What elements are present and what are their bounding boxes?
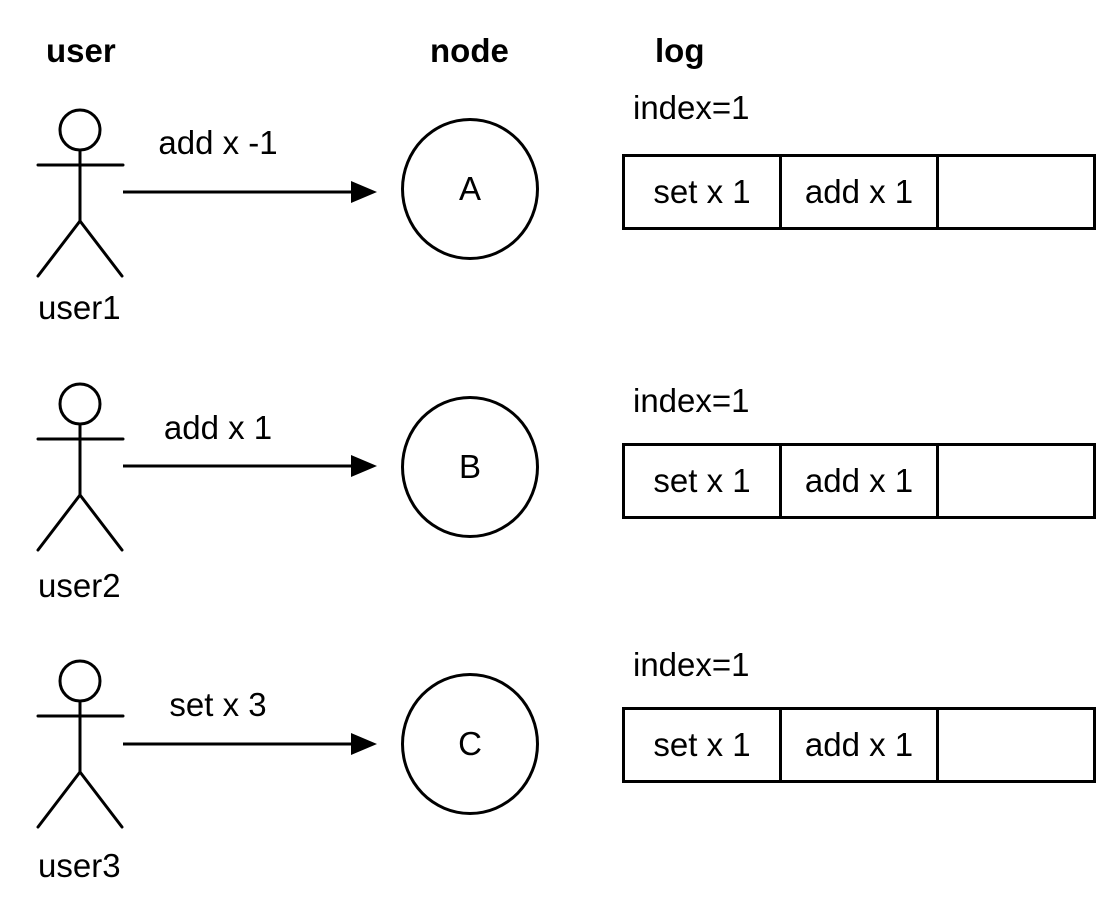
column-header-user: user [46, 32, 116, 69]
arrow-icon [123, 733, 377, 755]
user-name-label: user1 [38, 289, 121, 326]
log-index-label: index=1 [633, 382, 750, 419]
log-table: set x 1 add x 1 [622, 707, 1096, 783]
command-label: add x -1 [158, 124, 278, 161]
log-table: set x 1 add x 1 [622, 154, 1096, 230]
column-header-log: log [655, 32, 705, 69]
column-header-node: node [430, 32, 509, 69]
log-cell-empty [936, 446, 1093, 516]
node-label: C [458, 725, 482, 762]
node-circle: B [401, 396, 539, 538]
arrow-icon [123, 455, 377, 477]
log-cell-empty [936, 157, 1093, 227]
user-actor-icon [36, 382, 125, 552]
arrow-icon [123, 181, 377, 203]
log-cell: add x 1 [779, 446, 936, 516]
log-cell-empty [936, 710, 1093, 780]
user-actor-icon [36, 659, 125, 829]
node-label: A [458, 170, 481, 207]
log-index-label: index=1 [633, 89, 750, 126]
node-label: B [458, 448, 481, 485]
log-cell: set x 1 [653, 173, 751, 210]
user-actor-icon [36, 108, 125, 278]
node-circle: A [401, 118, 539, 260]
user-name-label: user3 [38, 847, 121, 884]
user-name-label: user2 [38, 567, 121, 604]
log-cell: add x 1 [779, 710, 936, 780]
log-cell: set x 1 [653, 726, 751, 763]
log-cell: set x 1 [653, 462, 751, 499]
log-table: set x 1 add x 1 [622, 443, 1096, 519]
log-cell: add x 1 [779, 157, 936, 227]
command-label: add x 1 [163, 409, 273, 446]
command-label: set x 3 [169, 686, 267, 723]
node-circle: C [401, 673, 539, 815]
log-index-label: index=1 [633, 646, 750, 683]
